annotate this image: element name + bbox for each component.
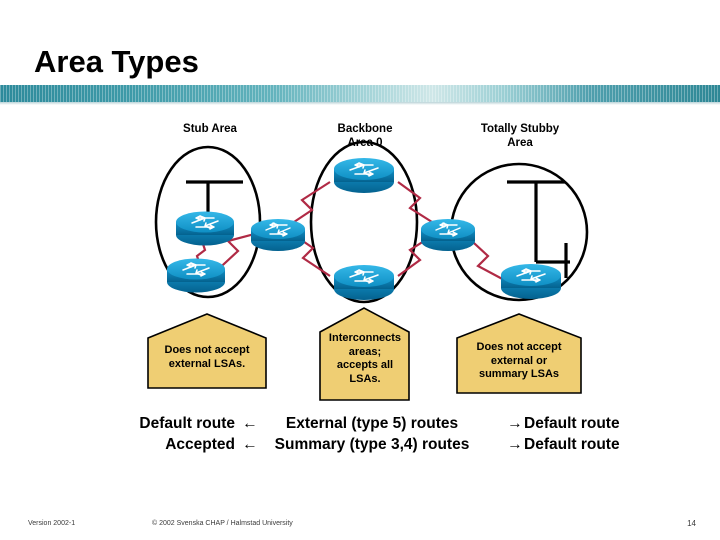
- callout-text-backbone: Interconnects areas; accepts all LSAs.: [328, 332, 402, 385]
- ospf-area-diagram: Stub Area Backbone Area 0 Totally Stubby…: [0, 110, 720, 410]
- route-middle-label: External (type 5) routes: [285, 415, 459, 432]
- footer-version: Version 2002-1: [28, 520, 76, 527]
- router-stub-2: [167, 258, 225, 293]
- footer-copyright: © 2002 Svenska CHAP / Halmstad Universit…: [152, 520, 293, 527]
- slide-footer: Version 2002-1 © 2002 Svenska CHAP / Hal…: [0, 518, 720, 534]
- route-middle-label: Summary (type 3,4) routes: [274, 436, 470, 453]
- title-accent-band-shadow: [0, 102, 720, 105]
- callout-text-stub: Does not accept external LSAs.: [164, 344, 250, 370]
- area-ellipse-backbone: [309, 140, 419, 304]
- route-left-label: Accepted: [165, 436, 235, 453]
- area-label-stub: Stub Area: [183, 123, 237, 135]
- diagram-canvas: [147, 140, 589, 401]
- area-label-backbone: Backbone Area 0: [337, 123, 393, 149]
- router-totally-stubby: [501, 264, 561, 299]
- callout-shape-totally-stubby: [456, 313, 582, 394]
- arrow-right-icon: →: [507, 436, 523, 453]
- router-backbone-top: [334, 158, 394, 193]
- area-label-totally-stubby: Totally Stubby Area: [480, 123, 560, 149]
- arrow-left-icon: ←: [242, 415, 258, 432]
- router-abr-left: [251, 219, 305, 251]
- arrow-right-icon: →: [507, 415, 523, 432]
- page-title: Area Types: [34, 44, 199, 79]
- callout-shape-backbone: [319, 307, 410, 401]
- route-legend-row: Default route ← External (type 5) routes…: [0, 415, 720, 437]
- route-right-label: Default route: [524, 415, 620, 432]
- network-segment-totally-stubby: [507, 180, 570, 278]
- callout-shape-stub: [147, 313, 267, 389]
- arrow-left-icon: ←: [242, 436, 258, 453]
- callout-text-totally-stubby: Does not accept external or summary LSAs: [476, 341, 562, 380]
- footer-page-number: 14: [687, 519, 696, 528]
- route-legend-row: Accepted ← Summary (type 3,4) routes → D…: [0, 436, 720, 458]
- network-segment-stub: [186, 180, 243, 215]
- route-left-label: Default route: [139, 415, 235, 432]
- route-legend: Default route ← External (type 5) routes…: [0, 415, 720, 465]
- route-right-label: Default route: [524, 436, 620, 453]
- router-abr-right: [421, 219, 475, 251]
- router-stub-1: [176, 211, 234, 246]
- router-backbone-bottom: [334, 265, 394, 300]
- title-accent-band: [0, 85, 720, 102]
